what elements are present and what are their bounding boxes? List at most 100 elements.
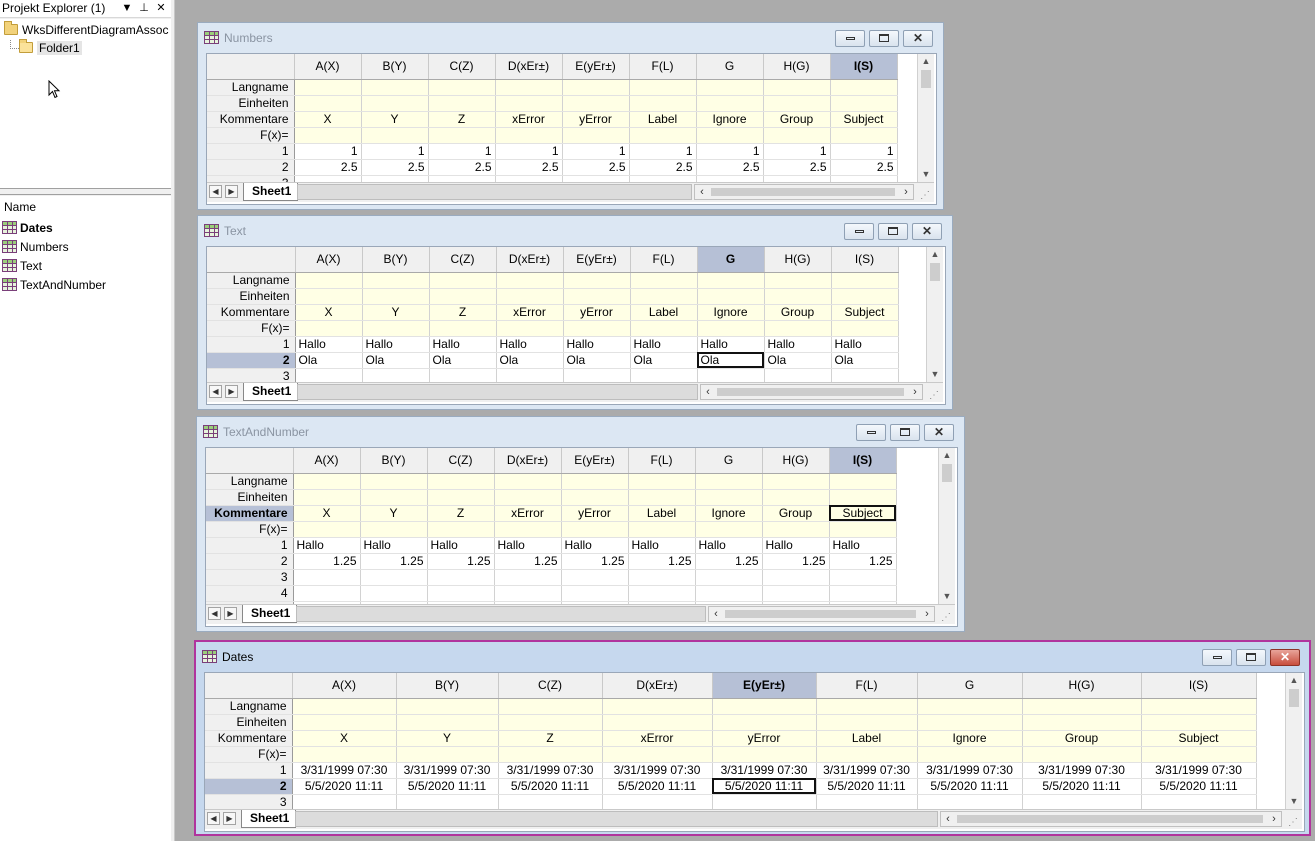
label-cell[interactable] (1141, 698, 1257, 715)
column-header[interactable]: D(xEr±) (496, 247, 564, 273)
data-cell[interactable]: Ola (630, 352, 698, 369)
row-header[interactable]: 3 (207, 368, 296, 385)
label-cell[interactable] (362, 288, 430, 305)
sheet-tab[interactable]: Sheet1 (242, 605, 298, 623)
column-header[interactable]: D(xEr±) (495, 54, 563, 80)
data-cell[interactable] (427, 569, 495, 586)
horizontal-scroll-thumb[interactable] (957, 815, 1263, 823)
scroll-up-icon[interactable]: ▲ (930, 249, 940, 259)
column-header[interactable]: F(L) (629, 54, 697, 80)
label-cell[interactable] (602, 714, 713, 731)
label-cell[interactable] (762, 473, 830, 490)
sheet-tab[interactable]: Sheet1 (241, 810, 297, 828)
label-cell[interactable] (294, 95, 362, 112)
vertical-scrollbar[interactable]: ▲▼ (926, 247, 943, 382)
vertical-scrollbar[interactable]: ▲▼ (917, 54, 934, 182)
label-cell[interactable] (498, 746, 603, 763)
data-cell[interactable]: Ola (429, 352, 497, 369)
tab-area-divider[interactable] (296, 606, 706, 622)
data-cell[interactable]: 3/31/1999 07:30 (498, 762, 603, 779)
label-cell[interactable] (1141, 714, 1257, 731)
comment-cell[interactable]: Z (427, 505, 495, 522)
column-header[interactable]: B(Y) (362, 247, 430, 273)
row-header-formula[interactable]: F(x)= (206, 521, 294, 538)
window-titlebar[interactable]: Text (204, 224, 246, 238)
data-cell[interactable] (762, 569, 830, 586)
data-cell[interactable]: 2.5 (629, 159, 697, 176)
comment-cell[interactable]: Z (429, 304, 497, 321)
data-cell[interactable]: 1 (428, 143, 496, 160)
column-header[interactable]: H(G) (1022, 673, 1142, 699)
comment-cell[interactable]: xError (602, 730, 713, 747)
data-cell[interactable]: 1.25 (628, 553, 696, 570)
label-cell[interactable] (830, 95, 898, 112)
scroll-right-icon[interactable]: › (1272, 813, 1276, 825)
comment-cell[interactable]: xError (495, 111, 563, 128)
label-cell[interactable] (695, 489, 763, 506)
comment-cell[interactable]: xError (494, 505, 562, 522)
column-header[interactable]: F(L) (816, 673, 918, 699)
label-cell[interactable] (360, 489, 428, 506)
label-cell[interactable] (816, 746, 918, 763)
label-cell[interactable] (429, 320, 497, 337)
label-cell[interactable] (295, 288, 363, 305)
scroll-left-icon[interactable]: ‹ (706, 386, 710, 398)
label-cell[interactable] (629, 127, 697, 144)
data-cell[interactable]: Ola (764, 352, 832, 369)
label-cell[interactable] (696, 79, 764, 96)
data-cell[interactable]: 1.25 (561, 553, 629, 570)
row-header-units[interactable]: Einheiten (206, 489, 294, 506)
horizontal-scrollbar[interactable]: ‹› (694, 184, 914, 200)
data-cell[interactable] (396, 794, 499, 811)
comment-cell[interactable]: Ignore (917, 730, 1023, 747)
close-button[interactable]: ✕ (1270, 649, 1300, 666)
comment-cell[interactable]: yError (561, 505, 629, 522)
scroll-up-icon[interactable]: ▲ (1289, 675, 1299, 685)
data-cell[interactable]: 1.25 (762, 553, 830, 570)
comment-cell[interactable]: Group (762, 505, 830, 522)
data-cell[interactable]: Ola (295, 352, 363, 369)
column-header[interactable]: E(yEr±) (561, 448, 629, 474)
comment-cell[interactable]: yError (712, 730, 817, 747)
grid-corner[interactable] (207, 247, 296, 273)
data-cell[interactable] (628, 585, 696, 602)
label-cell[interactable] (495, 127, 563, 144)
label-cell[interactable] (695, 473, 763, 490)
label-cell[interactable] (816, 698, 918, 715)
restore-button[interactable] (1236, 649, 1266, 666)
data-cell[interactable] (831, 368, 899, 385)
label-cell[interactable] (498, 698, 603, 715)
column-header[interactable]: G (695, 448, 763, 474)
label-cell[interactable] (696, 127, 764, 144)
close-button[interactable]: ✕ (924, 424, 954, 441)
list-header-name[interactable]: Name (4, 200, 37, 214)
column-header[interactable]: C(Z) (498, 673, 603, 699)
column-header[interactable]: I(S) (831, 247, 899, 273)
label-cell[interactable] (697, 320, 765, 337)
label-cell[interactable] (816, 714, 918, 731)
resize-grip-icon[interactable] (925, 385, 941, 401)
label-cell[interactable] (629, 79, 697, 96)
label-cell[interactable] (496, 320, 564, 337)
row-header-units[interactable]: Einheiten (205, 714, 293, 731)
label-cell[interactable] (361, 79, 429, 96)
data-cell[interactable]: 2.5 (763, 159, 831, 176)
comment-cell[interactable]: Y (362, 304, 430, 321)
label-cell[interactable] (831, 288, 899, 305)
sheet-prev-icon[interactable]: ◀ (209, 385, 222, 398)
label-cell[interactable] (602, 698, 713, 715)
data-cell[interactable]: 1 (830, 143, 898, 160)
label-cell[interactable] (293, 521, 361, 538)
column-header[interactable]: G (697, 247, 765, 273)
sheet-prev-icon[interactable]: ◀ (209, 185, 222, 198)
label-cell[interactable] (294, 127, 362, 144)
comment-cell[interactable]: Group (764, 304, 832, 321)
label-cell[interactable] (763, 95, 831, 112)
column-header[interactable]: B(Y) (396, 673, 499, 699)
tab-area-divider[interactable] (297, 384, 698, 400)
vertical-scrollbar[interactable]: ▲▼ (1285, 673, 1302, 809)
data-cell[interactable] (762, 585, 830, 602)
label-cell[interactable] (494, 521, 562, 538)
comment-cell[interactable]: Y (360, 505, 428, 522)
label-cell[interactable] (829, 521, 897, 538)
